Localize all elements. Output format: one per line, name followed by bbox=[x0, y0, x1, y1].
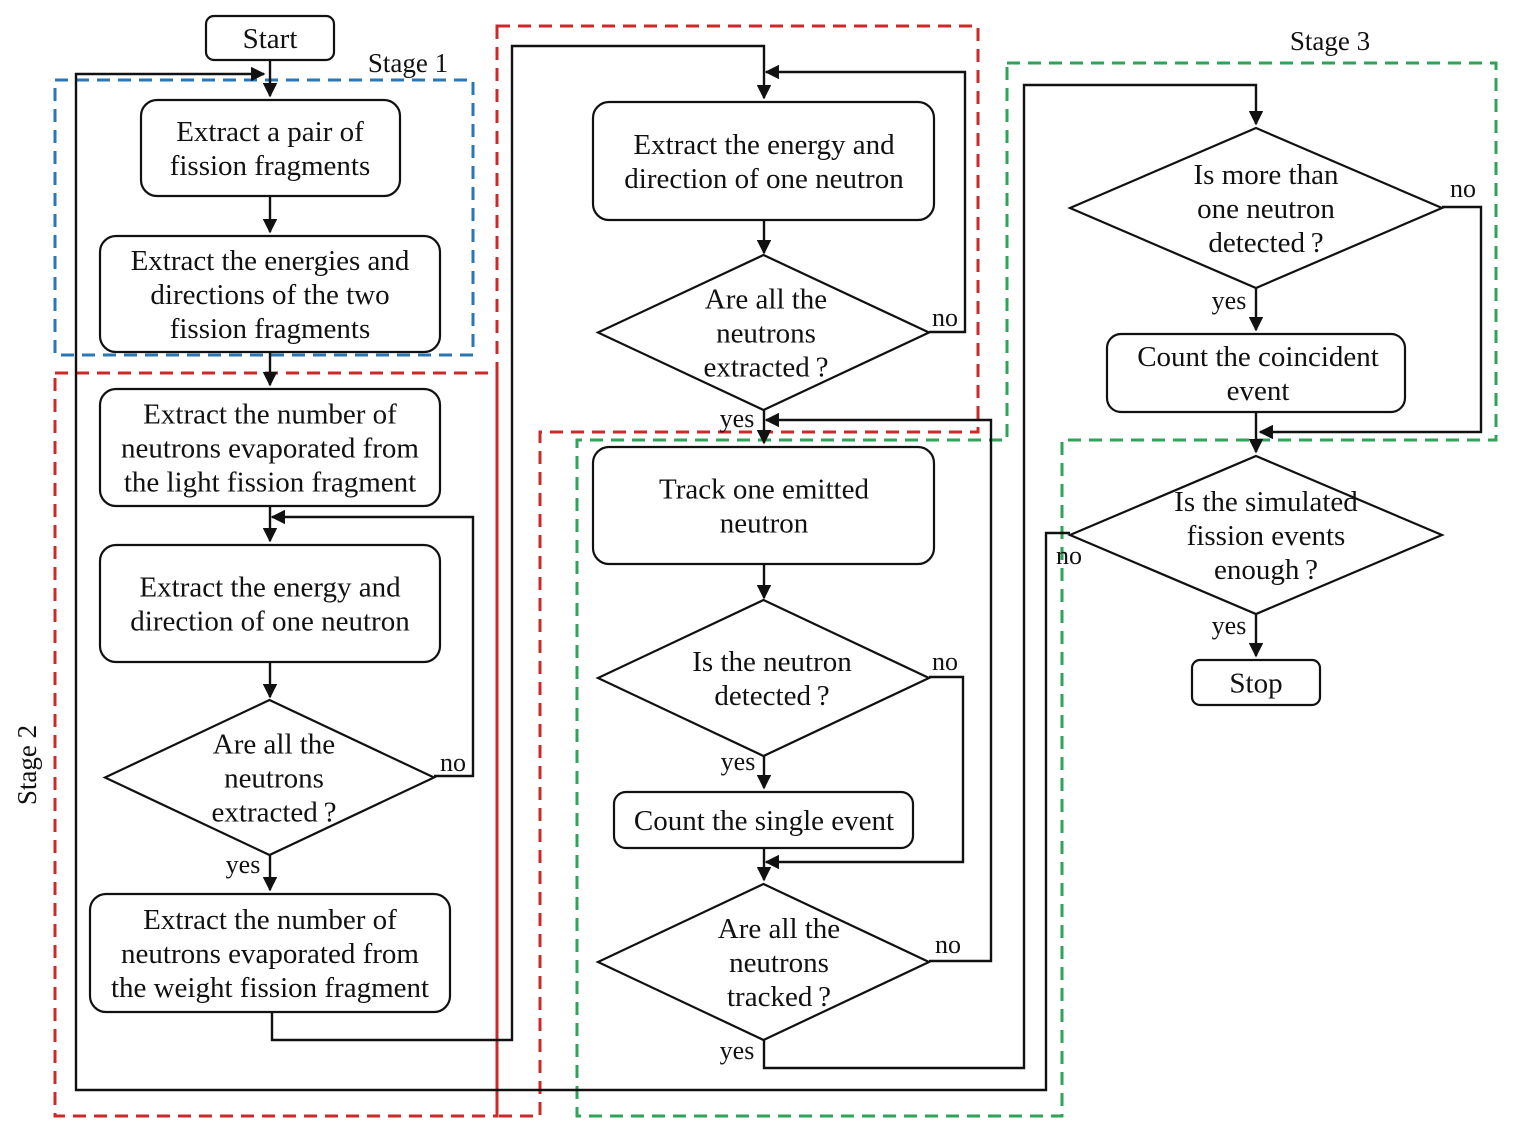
node-text-line: Are all the bbox=[705, 284, 827, 316]
node-text-line: Extract the energy and bbox=[139, 572, 401, 604]
node-text-line: one neutron bbox=[1197, 193, 1335, 225]
node-count-single: Count the single event bbox=[612, 790, 915, 850]
node-text-line: Count the single event bbox=[634, 805, 894, 837]
node-text-line: neutrons evaporated from bbox=[121, 938, 419, 970]
node-text-line: Start bbox=[243, 23, 298, 55]
node-text-line: event bbox=[1227, 375, 1290, 407]
edge-label-tracked-no: no bbox=[935, 930, 961, 959]
edge-label-left-no: no bbox=[440, 748, 466, 777]
process-box bbox=[1190, 658, 1322, 707]
node-text-line: Stop bbox=[1229, 668, 1282, 700]
node-text-line: neutrons bbox=[716, 318, 816, 350]
process-box bbox=[98, 387, 442, 508]
stage1-region bbox=[53, 78, 475, 357]
node-stop: Stop bbox=[1190, 658, 1322, 707]
node-text-line: neutrons bbox=[729, 947, 829, 979]
node-text-line: direction of one neutron bbox=[130, 606, 410, 638]
edge-label-detected-no: no bbox=[932, 647, 958, 676]
stage2-region-mid bbox=[495, 24, 980, 1118]
node-text-line: fission fragments bbox=[170, 313, 371, 345]
process-box bbox=[1105, 332, 1407, 414]
process-box bbox=[98, 234, 442, 354]
node-text-line: fission events bbox=[1187, 520, 1346, 552]
decision-diamond bbox=[1067, 126, 1445, 290]
node-text-line: Extract a pair of bbox=[176, 116, 364, 148]
node-text-line: Are all the bbox=[213, 729, 335, 761]
decision-diamond bbox=[595, 598, 932, 758]
stage3-label: Stage 3 bbox=[1290, 26, 1370, 56]
edge-label-enough-yes: yes bbox=[1212, 611, 1247, 640]
node-text-line: detected ? bbox=[1208, 227, 1323, 259]
process-box bbox=[591, 100, 936, 222]
node-text-line: neutrons bbox=[224, 763, 324, 795]
node-start: Start bbox=[204, 14, 336, 62]
node-text-line: directions of the two bbox=[150, 279, 389, 311]
process-box bbox=[88, 892, 452, 1014]
decision-diamond bbox=[1067, 454, 1445, 616]
process-box bbox=[612, 790, 915, 850]
node-text-line: Is the simulated bbox=[1174, 486, 1358, 518]
node-text-line: fission fragments bbox=[170, 150, 371, 182]
stage1-label: Stage 1 bbox=[368, 48, 448, 78]
stage2-label: Stage 2 bbox=[12, 725, 42, 805]
node-text-line: Extract the energy and bbox=[633, 129, 895, 161]
node-text-line: the weight fission fragment bbox=[111, 972, 429, 1004]
decision-diamond bbox=[102, 698, 437, 857]
node-text-line: the light fission fragment bbox=[124, 467, 416, 499]
edge-label-tracked-yes: yes bbox=[720, 1036, 755, 1065]
edge-label-left-yes: yes bbox=[226, 850, 261, 879]
stage2-region-left bbox=[53, 371, 499, 1118]
edge-label-enough-no: no bbox=[1056, 541, 1082, 570]
node-text-line: Extract the number of bbox=[143, 399, 397, 431]
node-text-line: Extract the energies and bbox=[131, 245, 410, 277]
process-box bbox=[204, 14, 336, 62]
decision-diamond bbox=[595, 882, 932, 1042]
node-text-line: detected ? bbox=[714, 680, 829, 712]
node-text-line: extracted ? bbox=[212, 797, 337, 829]
node-text-line: Are all the bbox=[718, 913, 840, 945]
decision-diamond bbox=[595, 253, 932, 412]
node-text-line: tracked ? bbox=[727, 981, 831, 1013]
process-box bbox=[591, 445, 936, 566]
edge-label-more-no: no bbox=[1450, 174, 1476, 203]
edge-label-mid-no: no bbox=[932, 303, 958, 332]
node-text-line: extracted ? bbox=[704, 352, 829, 384]
node-text-line: enough ? bbox=[1214, 554, 1318, 586]
edge-label-mid-yes: yes bbox=[720, 404, 755, 433]
process-box bbox=[98, 543, 442, 664]
edge-label-detected-yes: yes bbox=[721, 747, 756, 776]
node-text-line: Track one emitted bbox=[659, 474, 869, 506]
node-text-line: direction of one neutron bbox=[624, 163, 904, 195]
edge-label-more-yes: yes bbox=[1212, 286, 1247, 315]
node-text-line: neutrons evaporated from bbox=[121, 433, 419, 465]
node-text-line: Is more than bbox=[1194, 159, 1339, 191]
node-text-line: Is the neutron bbox=[692, 646, 852, 678]
node-text-line: neutron bbox=[720, 508, 809, 540]
node-text-line: Count the coincident bbox=[1137, 341, 1379, 373]
process-box bbox=[139, 98, 402, 198]
connectors bbox=[74, 44, 1483, 1092]
node-text-line: Extract the number of bbox=[143, 904, 397, 936]
stage3-region bbox=[575, 61, 1498, 1118]
